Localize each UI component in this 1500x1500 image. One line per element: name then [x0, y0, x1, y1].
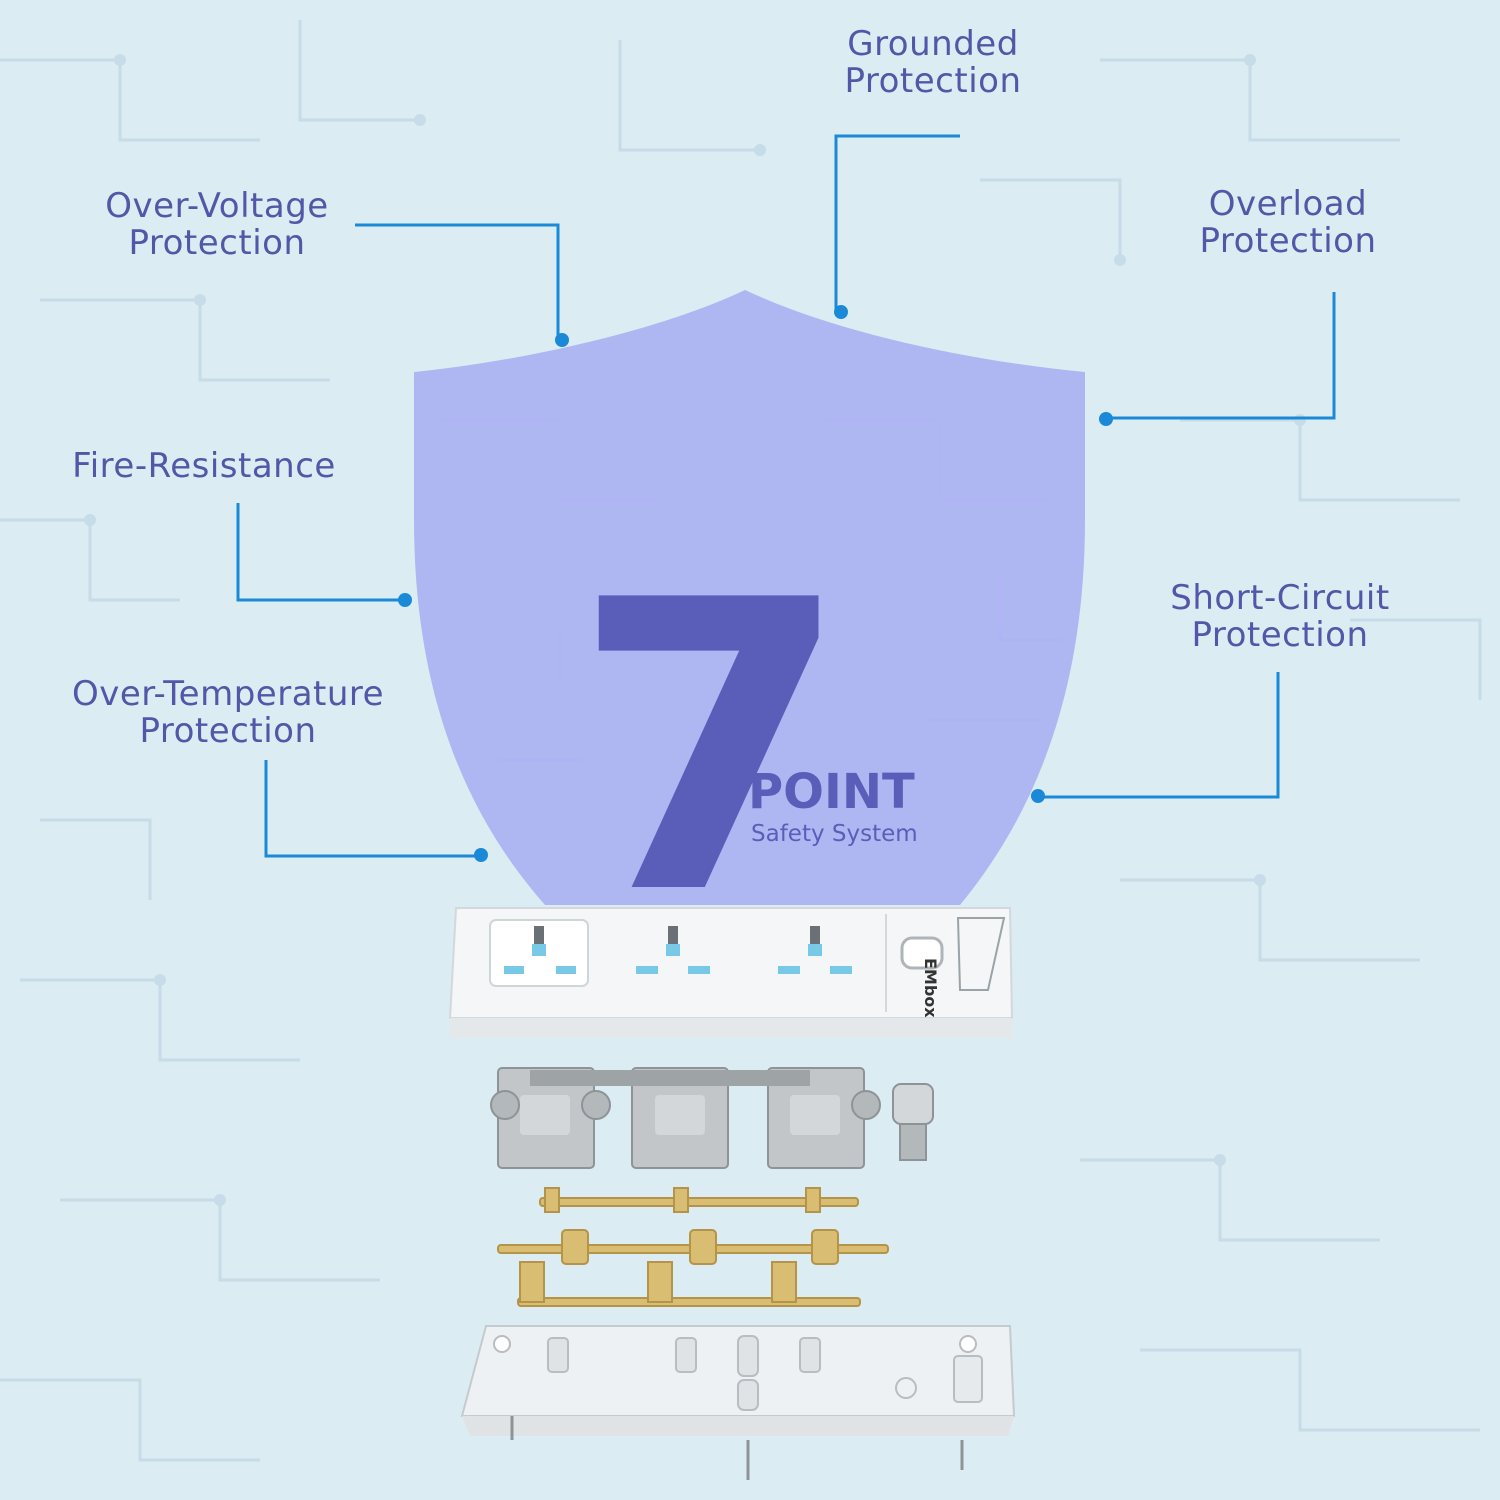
- callout-short-circuit: Short-Circuit Protection: [1144, 580, 1416, 654]
- callout-grounded-line2: Protection: [844, 61, 1022, 101]
- callout-overload-line2: Protection: [1199, 221, 1377, 261]
- callout-grounded: Grounded Protection: [810, 26, 1056, 100]
- callout-over-temperature-line1: Over-Temperature: [71, 674, 385, 714]
- callout-overload: Overload Protection: [1170, 186, 1406, 260]
- socket-modules: [490, 1067, 934, 1169]
- leader-endpoints: [398, 305, 1113, 862]
- socket-holes: [504, 926, 852, 974]
- callout-over-temperature: Over-Temperature Protection: [40, 676, 416, 750]
- badge-number: 7: [572, 517, 850, 982]
- callout-short-circuit-line1: Short-Circuit: [1170, 578, 1390, 618]
- callout-fire: Fire-Resistance: [44, 448, 364, 485]
- callout-overload-line1: Overload: [1208, 184, 1368, 224]
- shield-circuit-texture: [440, 418, 1060, 762]
- leader-short-circuit: [1038, 672, 1280, 799]
- callout-over-voltage: Over-Voltage Protection: [80, 188, 354, 262]
- badge-word: POINT: [748, 764, 915, 820]
- leader-over-voltage: [355, 223, 560, 338]
- leader-fire: [236, 503, 404, 602]
- product-brand-logo: EMbox: [921, 958, 940, 1018]
- brass-bus-bars: [497, 1187, 889, 1307]
- callout-over-voltage-line1: Over-Voltage: [105, 186, 329, 226]
- leader-grounded: [834, 134, 960, 311]
- callout-over-voltage-line2: Protection: [128, 223, 306, 263]
- callout-short-circuit-line2: Protection: [1191, 615, 1369, 655]
- callout-grounded-line1: Grounded: [847, 24, 1019, 64]
- circuit-background: [0, 20, 1482, 1462]
- shield-shape: [414, 290, 1085, 905]
- leader-overload: [1106, 292, 1336, 420]
- leader-lines: [236, 134, 1336, 858]
- circuit-background-dots: [84, 54, 1306, 1206]
- badge-subtitle: Safety System: [751, 821, 918, 847]
- leader-over-temperature: [264, 760, 482, 858]
- callout-over-temperature-line2: Protection: [139, 711, 317, 751]
- callout-fire-line1: Fire-Resistance: [72, 446, 336, 486]
- base-housing: [460, 1325, 1016, 1480]
